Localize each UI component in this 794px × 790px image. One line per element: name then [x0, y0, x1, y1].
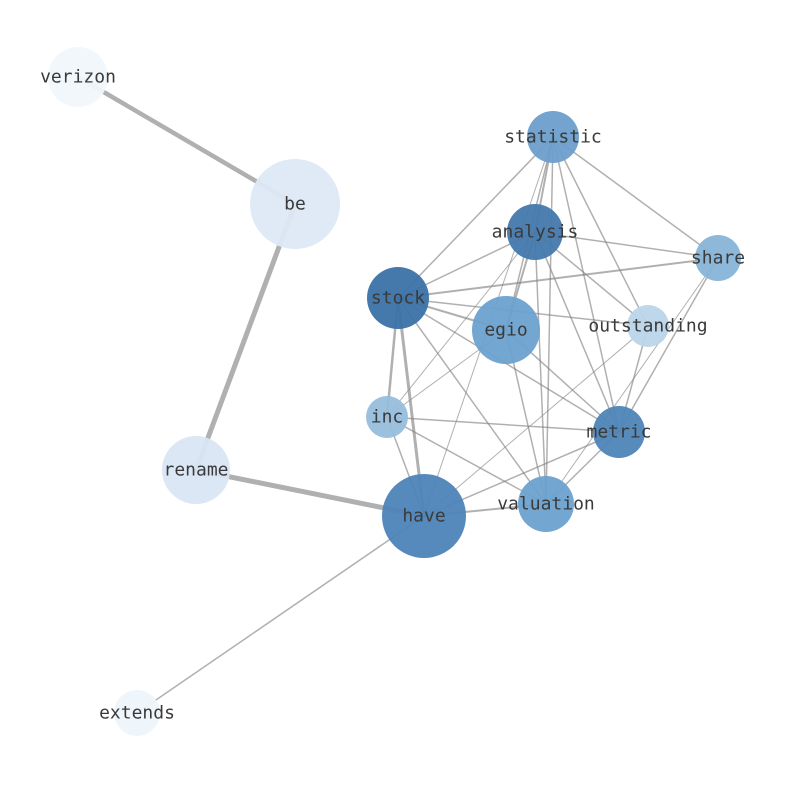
graph-edge-statistic-valuation — [545, 136, 554, 505]
graph-node-be — [250, 159, 340, 249]
graph-node-rename — [162, 436, 230, 504]
graph-node-extends — [114, 690, 160, 736]
graph-edge-have-extends — [136, 515, 425, 714]
graph-edge-share-valuation — [545, 257, 719, 505]
graph-node-verizon — [48, 47, 108, 107]
graph-edge-analysis-valuation — [534, 231, 547, 505]
graph-edge-inc-valuation — [386, 416, 547, 505]
graph-edge-statistic-share — [552, 136, 719, 259]
graph-node-stock — [367, 267, 429, 329]
graph-edge-analysis-inc — [386, 231, 536, 418]
graph-node-statistic — [527, 111, 579, 163]
graph-node-inc — [366, 396, 408, 438]
graph-edge-statistic-outstanding — [552, 136, 649, 327]
graph-edge-stock-valuation — [397, 297, 547, 505]
graph-edge-outstanding-have — [423, 325, 649, 517]
graph-node-have — [382, 474, 466, 558]
graph-edge-analysis-share — [534, 231, 719, 259]
graph-edge-share-metric — [618, 257, 719, 433]
graph-edge-stock-metric — [397, 297, 620, 433]
graph-edge-statistic-stock — [397, 136, 554, 299]
graph-node-egio — [472, 296, 540, 364]
graph-node-outstanding — [627, 305, 669, 347]
graph-node-valuation — [518, 476, 574, 532]
graph-edge-stock-share — [397, 257, 719, 299]
graph-edge-statistic-metric — [552, 136, 620, 433]
graph-node-metric — [593, 406, 645, 458]
graph-node-share — [695, 235, 741, 281]
graph-edge-inc-metric — [386, 416, 620, 433]
graph-edge-be-rename — [193, 201, 298, 473]
graph-edge-analysis-metric — [534, 231, 620, 433]
graph-node-analysis — [507, 204, 563, 260]
